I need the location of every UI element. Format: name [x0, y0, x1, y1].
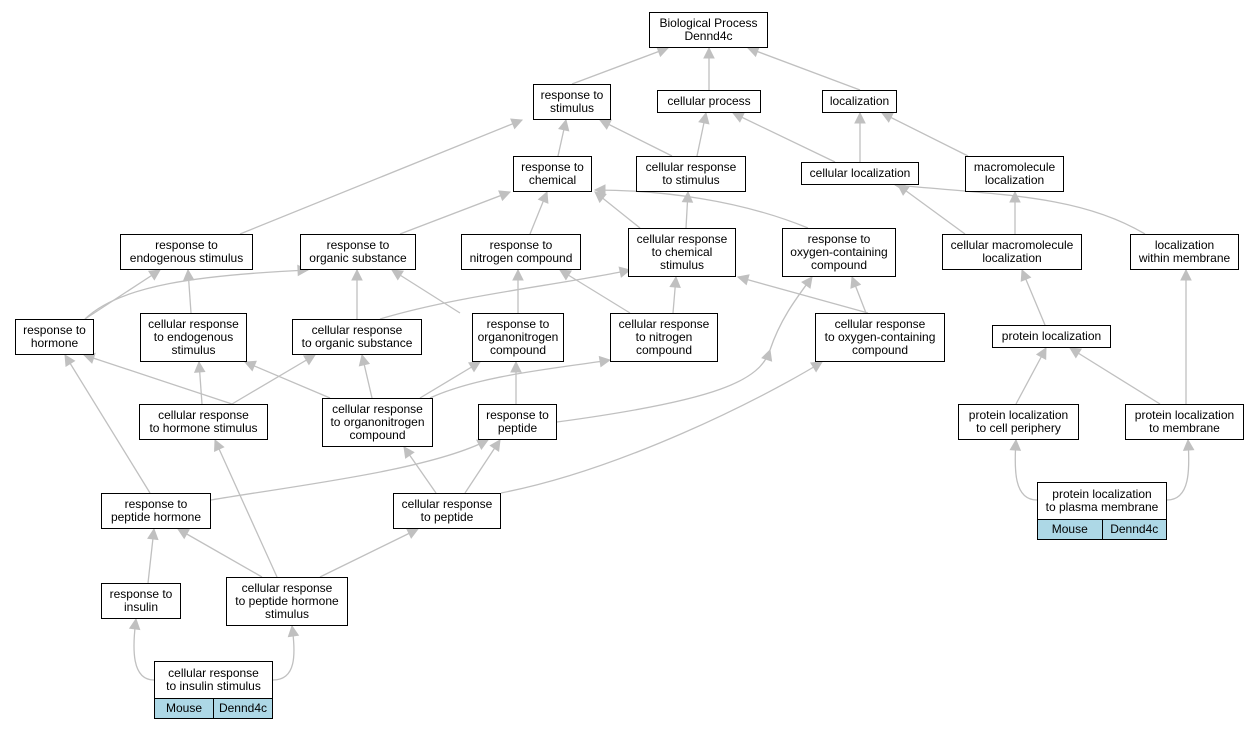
node-protein-localization-to-cell-periphery[interactable]: protein localization to cell periphery [958, 404, 1079, 440]
edge-arrow [193, 360, 206, 405]
node-response-to-nitrogen-compound[interactable]: response to nitrogen compound [461, 234, 581, 270]
edge-arrow [231, 354, 316, 405]
node-protein-localization[interactable]: protein localization [992, 325, 1111, 348]
node-cellular-response-to-oxygen-containing-compound[interactable]: cellular response to oxygen-containing c… [815, 313, 945, 362]
edge-arrow [769, 276, 813, 351]
node-response-to-oxygen-containing-compound[interactable]: response to oxygen-containing compound [782, 228, 896, 277]
edge-arrow [379, 266, 632, 320]
edge-arrow [358, 353, 373, 399]
node-response-to-hormone[interactable]: response to hormone [15, 319, 94, 355]
edge-arrow [510, 360, 522, 404]
tag-row-plasma-membrane: Mouse Dennd4c [1037, 520, 1167, 540]
edge-arrow [128, 617, 155, 681]
edge-arrow [571, 46, 670, 85]
node-cellular-response-to-peptide-hormone-stimulus[interactable]: cellular response to peptide hormone sti… [226, 577, 348, 626]
edge-arrow [746, 46, 861, 91]
edge-arrow [1009, 190, 1021, 234]
node-protein-localization-to-membrane[interactable]: protein localization to membrane [1125, 404, 1244, 440]
edge-arrow [556, 348, 773, 423]
edge-arrow [1015, 347, 1047, 405]
edge-arrow [147, 527, 159, 584]
edge-arrow [593, 184, 809, 229]
edge-arrow [881, 112, 969, 157]
edge-arrow [84, 264, 310, 320]
edge-arrow [854, 111, 866, 162]
node-cellular-response-to-endogenous-stimulus[interactable]: cellular response to endogenous stimulus [140, 313, 247, 362]
edge-arrow [429, 355, 612, 399]
edge-arrow [84, 269, 161, 320]
edge-arrow [731, 112, 836, 163]
node-response-to-organonitrogen-compound[interactable]: response to organonitrogen compound [472, 313, 564, 362]
edge-arrow [599, 119, 673, 157]
node-cellular-response-to-peptide[interactable]: cellular response to peptide [393, 493, 501, 529]
edge-arrow [243, 360, 331, 399]
edge-arrow [272, 624, 300, 681]
node-response-to-endogenous-stimulus[interactable]: response to endogenous stimulus [120, 234, 253, 270]
edge-arrow [696, 111, 710, 157]
edge-arrow [403, 446, 437, 494]
edge-arrow [681, 190, 694, 229]
node-protein-localization-to-plasma-membrane[interactable]: protein localization to plasma membrane [1037, 482, 1167, 520]
edge-arrow [1020, 268, 1046, 326]
species-tag: Mouse [1038, 520, 1102, 539]
node-localization-within-membrane[interactable]: localization within membrane [1130, 234, 1239, 270]
edge-arrow [182, 268, 195, 314]
node-response-to-chemical[interactable]: response to chemical [513, 156, 592, 192]
node-cellular-response-to-nitrogen-compound[interactable]: cellular response to nitrogen compound [610, 313, 718, 362]
edge-arrow [500, 361, 823, 494]
edge-arrow [669, 275, 681, 314]
edge-arrow [64, 354, 151, 494]
edge-arrow [594, 191, 641, 229]
node-localization[interactable]: localization [822, 90, 897, 113]
edge-arrow [512, 268, 524, 313]
tag-row-insulin-stimulus: Mouse Dennd4c [154, 699, 273, 719]
edge-arrow [399, 190, 512, 235]
edge-arrow [1180, 268, 1192, 404]
node-response-to-stimulus[interactable]: response to stimulus [533, 84, 611, 120]
node-cellular-response-to-organic-substance[interactable]: cellular response to organic substance [292, 319, 422, 355]
gene-tag: Dennd4c [213, 699, 272, 718]
node-cellular-process[interactable]: cellular process [657, 90, 761, 113]
species-tag: Mouse [155, 699, 213, 718]
edge-arrow [319, 528, 420, 578]
edge-arrow [559, 269, 631, 314]
edge-arrow [177, 528, 263, 578]
node-biological-process-root[interactable]: Biological Process Dennd4c [649, 12, 768, 48]
edge-arrow [850, 275, 867, 314]
edge-arrow [529, 190, 549, 235]
node-cellular-localization[interactable]: cellular localization [801, 162, 919, 185]
edge-arrow [557, 118, 570, 157]
edge-arrow [736, 274, 869, 314]
node-macromolecule-localization[interactable]: macromolecule localization [965, 156, 1064, 192]
edge-arrow [391, 269, 461, 314]
edge-arrow [464, 439, 501, 494]
node-response-to-organic-substance[interactable]: response to organic substance [300, 234, 416, 270]
edge-arrow [703, 46, 715, 90]
edge-arrow [351, 268, 363, 319]
edge-arrow [1069, 347, 1161, 405]
node-response-to-insulin[interactable]: response to insulin [101, 583, 181, 619]
node-cellular-response-to-insulin-stimulus[interactable]: cellular response to insulin stimulus [154, 661, 273, 699]
edge-arrow [1009, 438, 1038, 501]
node-cellular-response-to-stimulus[interactable]: cellular response to stimulus [636, 156, 746, 192]
node-cellular-macromolecule-localization[interactable]: cellular macromolecule localization [942, 234, 1082, 270]
edge-arrow [897, 184, 966, 235]
node-response-to-peptide[interactable]: response to peptide [478, 404, 557, 440]
node-cellular-response-to-chemical-stimulus[interactable]: cellular response to chemical stimulus [628, 228, 736, 277]
edge-arrow [210, 439, 489, 501]
edge-arrow [214, 438, 278, 578]
edge-arrow [1166, 438, 1195, 501]
node-cellular-response-to-hormone-stimulus[interactable]: cellular response to hormone stimulus [139, 404, 268, 440]
edge-arrow [419, 361, 481, 399]
node-response-to-peptide-hormone[interactable]: response to peptide hormone [101, 493, 211, 529]
gene-tag: Dennd4c [1101, 520, 1166, 539]
node-cellular-response-to-organonitrogen-compound[interactable]: cellular response to organonitrogen comp… [322, 398, 433, 447]
edge-arrow [239, 118, 524, 235]
